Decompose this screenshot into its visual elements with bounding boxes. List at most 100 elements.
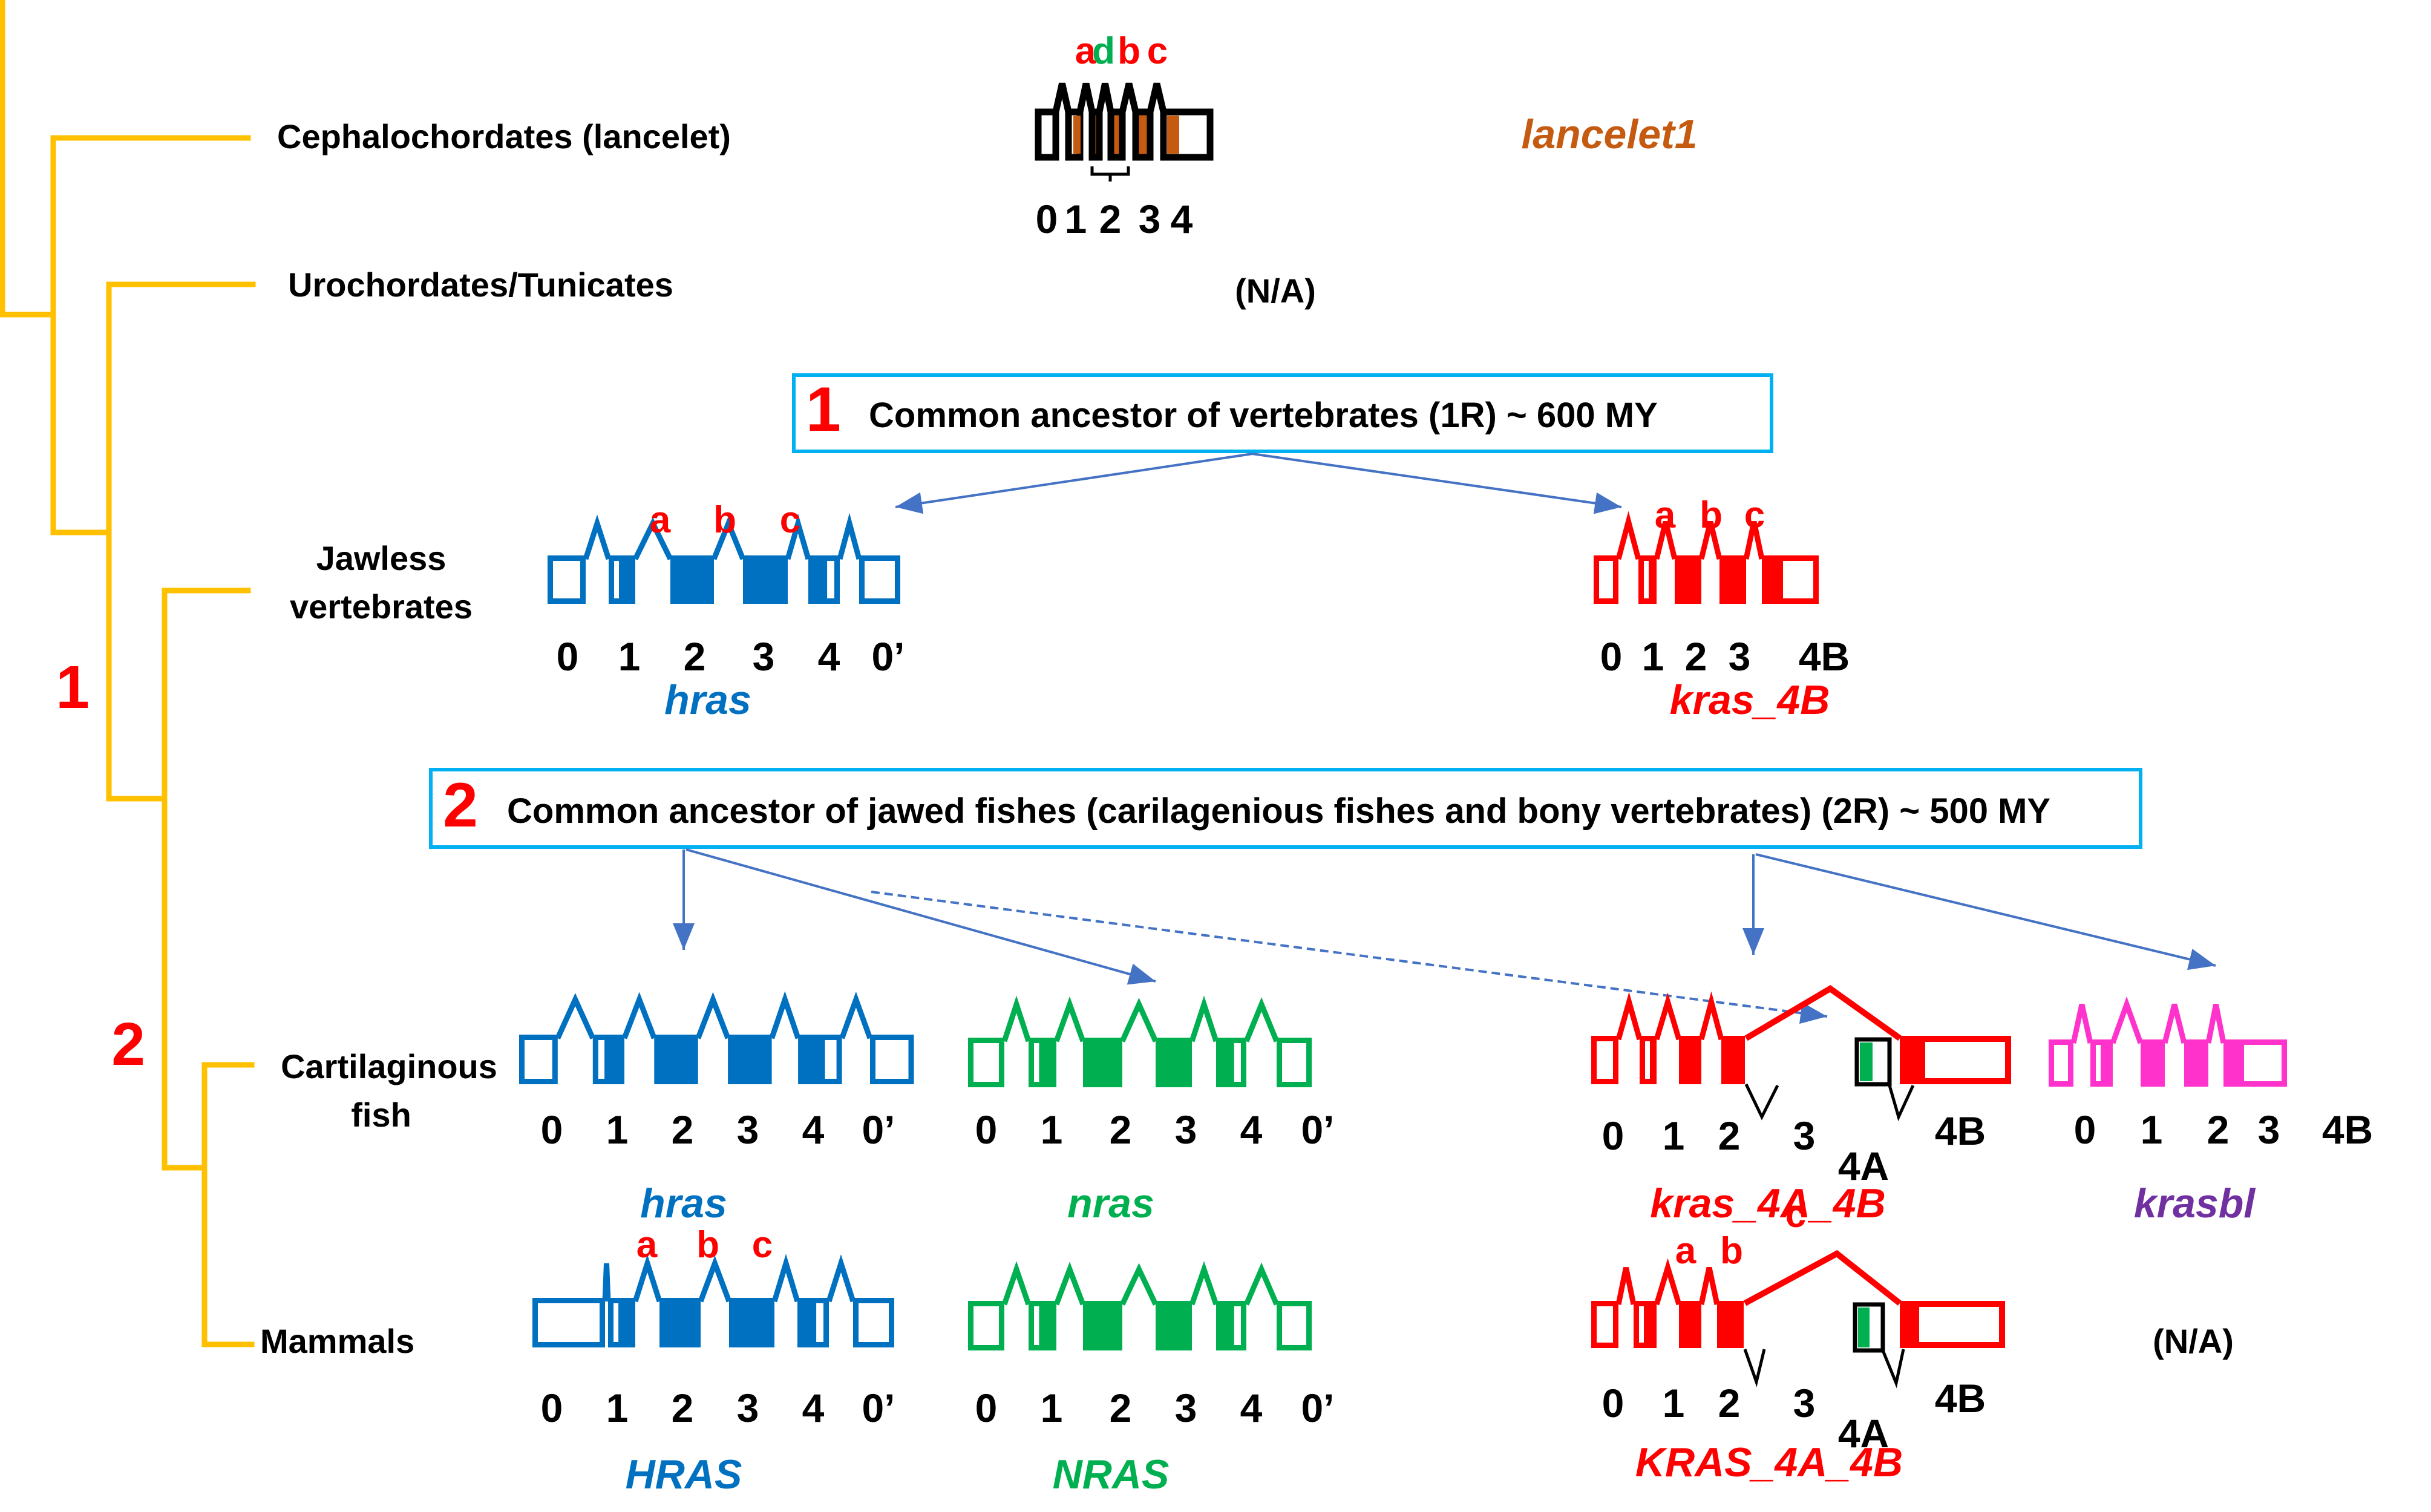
exon-label: 1 bbox=[1663, 1113, 1685, 1158]
taxon-lancelet: Cephalochordates (lancelet) bbox=[277, 117, 731, 155]
exon-4 bbox=[1216, 1301, 1246, 1350]
intron-1 bbox=[632, 1254, 663, 1303]
intron-2 bbox=[698, 1255, 732, 1303]
exon-1 bbox=[592, 1035, 624, 1084]
gene-name: hras bbox=[640, 1180, 727, 1226]
intron-4 bbox=[837, 512, 862, 560]
exon-label: 2 bbox=[1110, 1107, 1132, 1152]
exon-4-utr bbox=[1234, 1306, 1241, 1345]
intron-0 bbox=[1001, 1261, 1032, 1306]
intron-2 bbox=[1698, 1267, 1720, 1305]
exon-4-utr bbox=[816, 1303, 823, 1342]
exon-label: 0’ bbox=[871, 634, 905, 679]
exon-1-utr bbox=[1639, 1306, 1644, 1343]
exon-label: 2 bbox=[1718, 1381, 1741, 1425]
exon-label: 1 bbox=[1642, 634, 1664, 679]
exon-3 bbox=[1721, 1036, 1745, 1084]
exon-5 bbox=[853, 1298, 894, 1347]
splice-site-b: b bbox=[696, 1224, 719, 1266]
intron-2 bbox=[1698, 520, 1723, 560]
arrow-1r-to-hras-head bbox=[895, 492, 924, 514]
intron-1 bbox=[1654, 992, 1682, 1041]
intron-1 bbox=[1053, 1262, 1086, 1306]
intron-1 bbox=[1076, 82, 1096, 113]
exon-2 bbox=[1679, 1301, 1701, 1348]
exon-label: 0 bbox=[541, 1386, 563, 1430]
exon-label: 3 bbox=[1729, 634, 1751, 679]
arrow-2r-to-kras-head bbox=[1742, 928, 1764, 955]
gene-name: lancelet1 bbox=[1521, 111, 1697, 157]
exon-2 bbox=[1083, 1301, 1122, 1350]
exon-3 bbox=[729, 1298, 774, 1347]
exon-4 bbox=[1762, 555, 1778, 604]
intron-1 bbox=[1654, 1258, 1682, 1306]
intron-4 bbox=[839, 991, 873, 1039]
exon-label: 1 bbox=[1041, 1386, 1063, 1430]
splice-site-c: c bbox=[1744, 494, 1765, 536]
intron-2 bbox=[1119, 1263, 1159, 1306]
exon-label: 1 bbox=[2141, 1107, 2163, 1152]
exon-label: 4B bbox=[1935, 1108, 1986, 1153]
exon-4a-cds bbox=[1858, 1307, 1870, 1347]
splice-site-c: c bbox=[1785, 1194, 1806, 1235]
exon-label: 2 bbox=[684, 634, 706, 679]
intron-2 bbox=[695, 992, 731, 1039]
exon-4b-utr bbox=[1919, 1036, 2011, 1084]
exon-3 bbox=[1156, 1301, 1192, 1350]
intron-4 bbox=[1147, 82, 1167, 113]
exon-label: 1 bbox=[606, 1386, 629, 1430]
intron-4a-right bbox=[1888, 1084, 1915, 1122]
exon-1 bbox=[1634, 1301, 1657, 1348]
exon-1 bbox=[1029, 1038, 1056, 1087]
exon-label: 0 bbox=[975, 1386, 998, 1430]
event-1r-number: 1 bbox=[806, 375, 841, 445]
splice-site-c: c bbox=[780, 499, 800, 541]
arrow-2r-to-hras-head bbox=[673, 923, 695, 950]
intron-0 bbox=[1615, 992, 1643, 1041]
arrow-2r-to-kras4a-dashed-head bbox=[1799, 1002, 1827, 1024]
arrow-2r-to-krasbl-head bbox=[2187, 949, 2216, 970]
exon-label: 3 bbox=[1139, 197, 1161, 241]
intron-0 bbox=[1001, 995, 1032, 1042]
exon-1-utr bbox=[1644, 561, 1649, 598]
event-2r-number: 2 bbox=[443, 770, 478, 840]
exon-label: 1 bbox=[1065, 197, 1087, 241]
exon-label: 0 bbox=[1602, 1113, 1624, 1158]
exon-2 bbox=[2141, 1039, 2165, 1087]
intron-1 bbox=[621, 992, 657, 1039]
intron-0 bbox=[2070, 1004, 2093, 1044]
exon-0 bbox=[1594, 555, 1618, 604]
exon-1 bbox=[1029, 1301, 1056, 1350]
exon-label: 2 bbox=[672, 1107, 694, 1152]
exon-0 bbox=[2049, 1039, 2073, 1087]
phylogenetic-tree bbox=[0, 0, 256, 1347]
arrow-2r-to-krasbl bbox=[1755, 853, 2216, 967]
exon-5 bbox=[1277, 1038, 1312, 1087]
exon-4a-cds bbox=[1860, 1042, 1873, 1081]
arrows bbox=[673, 453, 2216, 1024]
tree-marker-1r: 1 bbox=[56, 653, 90, 721]
exon-1-cds bbox=[1073, 116, 1081, 154]
exon-4b-cds bbox=[1900, 1036, 1919, 1084]
exon-4 bbox=[1216, 1038, 1246, 1087]
exon-label: 0’ bbox=[1301, 1386, 1334, 1430]
taxon-cartilaginous-line2: fish bbox=[351, 1096, 411, 1134]
arrow-1r-to-kras bbox=[1252, 453, 1622, 508]
taxon-jawless-line2: vertebrates bbox=[290, 587, 473, 626]
urochordate-na-note: (N/A) bbox=[1235, 272, 1316, 310]
gene-name: kras_4B bbox=[1670, 677, 1830, 723]
exon-label: 0 bbox=[2074, 1107, 2096, 1152]
exon-1 bbox=[2090, 1039, 2113, 1087]
intron-0 bbox=[583, 514, 612, 560]
intron-3 bbox=[1189, 1261, 1219, 1306]
exon-1-utr bbox=[1645, 1041, 1650, 1079]
exon-0 bbox=[1591, 1301, 1618, 1348]
intron-1 bbox=[1053, 996, 1086, 1042]
gene-name: kras_4A_4B bbox=[1650, 1180, 1885, 1226]
arrow-1r-to-hras bbox=[895, 453, 1253, 508]
